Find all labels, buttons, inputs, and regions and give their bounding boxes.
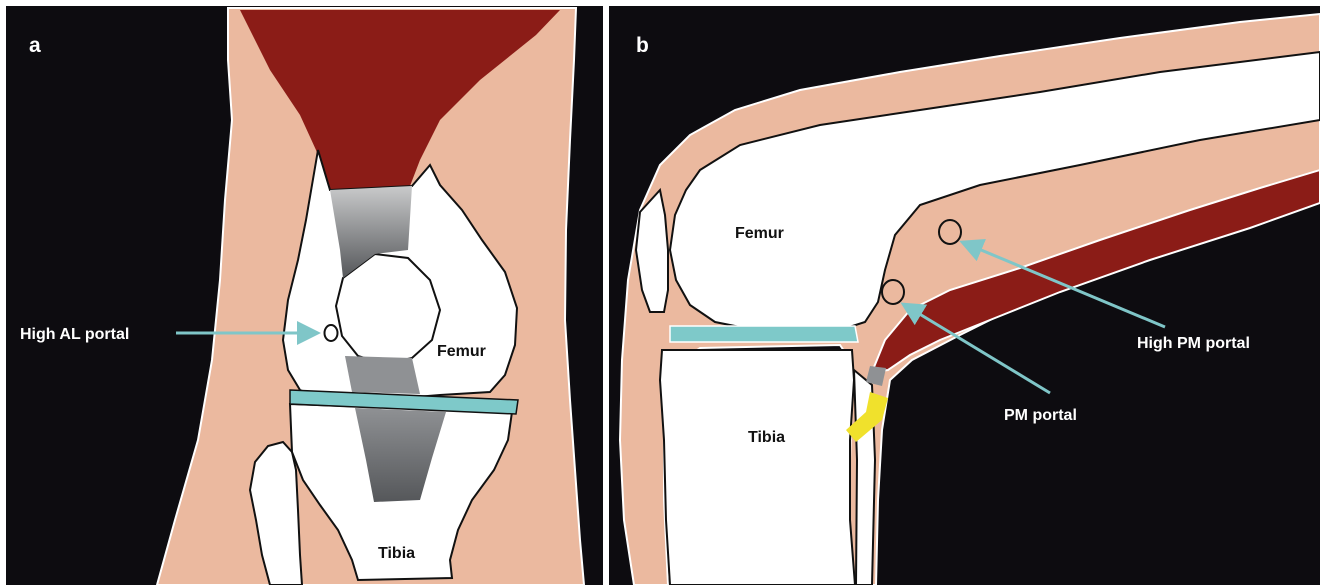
panel-b-femur-label: Femur xyxy=(735,225,784,242)
panel-a: a High AL portal Femur Tibia xyxy=(6,6,603,585)
panel-b-pm-label: PM portal xyxy=(1004,407,1077,424)
panel-a-tibia-label: Tibia xyxy=(378,545,415,562)
panel-a-high-al-portal-marker xyxy=(325,325,338,341)
panel-b: b Femur Tibia High PM portal PM portal xyxy=(609,6,1320,585)
panel-divider xyxy=(603,0,609,585)
panel-a-ligament-mid xyxy=(345,356,420,394)
panel-a-femur-label: Femur xyxy=(437,343,486,360)
panel-a-portal-label: High AL portal xyxy=(20,326,129,343)
panel-b-letter: b xyxy=(636,34,649,57)
panel-b-tibia-label: Tibia xyxy=(748,429,785,446)
panel-a-letter: a xyxy=(29,34,41,57)
panel-b-high-pm-label: High PM portal xyxy=(1137,335,1250,352)
panel-b-meniscus xyxy=(670,326,858,342)
panel-b-tibia xyxy=(660,350,855,585)
